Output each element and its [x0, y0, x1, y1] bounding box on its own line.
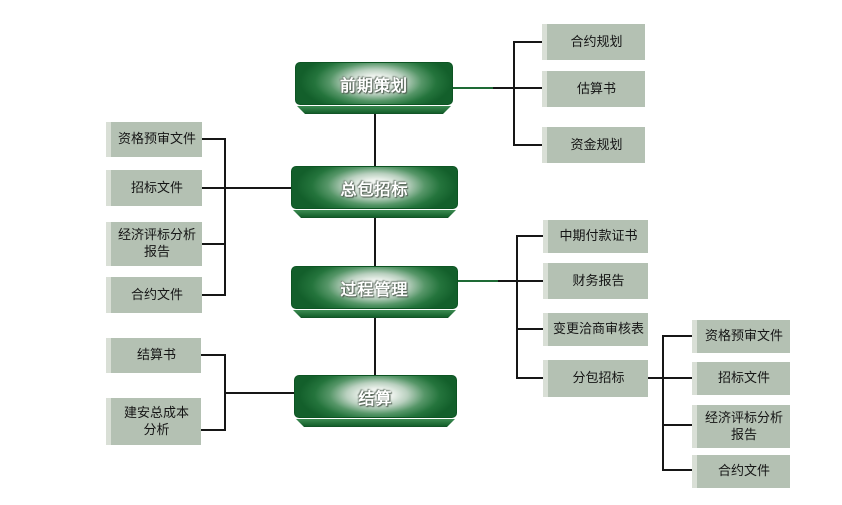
connector-line: [224, 354, 226, 431]
connector-line: [513, 41, 515, 146]
connector-line: [202, 187, 291, 189]
connector-line: [202, 138, 226, 140]
leaf-interim-payment-certificate[interactable]: 中期付款证书: [543, 220, 648, 253]
connector-line: [202, 243, 226, 245]
connector-line: [458, 280, 543, 282]
leaf-label: 经济评标分析 报告: [117, 227, 196, 259]
leaf-label: 分包招标: [572, 370, 625, 386]
leaf-contract-docs-1[interactable]: 合约文件: [106, 277, 202, 313]
node-3d-lip: [293, 210, 456, 218]
leaf-label: 资金规划: [570, 136, 623, 152]
leaf-label: 结算书: [136, 347, 176, 363]
connector-line: [516, 328, 543, 330]
connector-line: [374, 318, 376, 375]
leaf-label: 合约文件: [130, 286, 183, 302]
connector-line: [202, 294, 226, 296]
connector-line: [662, 424, 692, 426]
connector-line: [453, 87, 542, 89]
leaf-contract-docs-2[interactable]: 合约文件: [692, 455, 790, 488]
connector-line: [224, 138, 226, 296]
node-label: 过程管理: [340, 281, 409, 299]
connector-line: [662, 335, 692, 337]
leaf-prequalification-docs-1[interactable]: 资格预审文件: [106, 122, 202, 157]
leaf-bidding-docs-2[interactable]: 招标文件: [692, 362, 790, 395]
connector-line: [374, 218, 376, 266]
leaf-construction-cost-analysis[interactable]: 建安总成本 分析: [106, 398, 201, 445]
node-settlement[interactable]: 结算: [294, 375, 457, 418]
connector-line: [224, 392, 294, 394]
leaf-fund-planning[interactable]: 资金规划: [542, 127, 645, 163]
connector-line: [374, 114, 376, 166]
connector-line: [516, 235, 543, 237]
node-label: 前期策划: [339, 77, 408, 95]
node-3d-lip: [296, 419, 455, 427]
connector-line: [516, 235, 518, 379]
connector-line: [201, 354, 226, 356]
leaf-label: 财务报告: [572, 272, 625, 288]
leaf-label: 合约规划: [570, 33, 623, 49]
leaf-label: 变更洽商审核表: [552, 321, 644, 337]
connector-line: [662, 335, 664, 471]
leaf-contract-planning[interactable]: 合约规划: [542, 24, 645, 60]
leaf-label: 招标文件: [717, 370, 770, 386]
leaf-label: 招标文件: [130, 179, 183, 195]
leaf-financial-report[interactable]: 财务报告: [543, 263, 648, 299]
leaf-label: 建安总成本 分析: [123, 404, 189, 437]
leaf-label: 经济评标分析 报告: [704, 409, 783, 442]
connector-line: [662, 469, 692, 471]
leaf-economic-evaluation-report-2[interactable]: 经济评标分析 报告: [692, 405, 790, 448]
leaf-subcontract-bidding[interactable]: 分包招标: [543, 360, 648, 397]
connector-line: [201, 429, 226, 431]
connector-line: [648, 377, 692, 379]
leaf-prequalification-docs-2[interactable]: 资格预审文件: [692, 320, 790, 353]
leaf-label: 资格预审文件: [117, 131, 196, 147]
leaf-label: 合约文件: [717, 463, 770, 479]
node-label: 结算: [358, 390, 393, 408]
node-label: 总包招标: [340, 181, 409, 199]
leaf-economic-evaluation-report-1[interactable]: 经济评标分析 报告: [106, 222, 202, 266]
node-3d-lip: [293, 310, 456, 318]
leaf-estimate-book[interactable]: 估算书: [542, 71, 645, 107]
connector-line: [516, 377, 543, 379]
connector-line: [513, 144, 542, 146]
leaf-label: 中期付款证书: [559, 228, 638, 244]
node-3d-lip: [297, 106, 451, 114]
connector-line: [513, 41, 542, 43]
leaf-settlement-book[interactable]: 结算书: [106, 338, 201, 373]
leaf-change-negotiation-review[interactable]: 变更洽商审核表: [543, 313, 648, 346]
leaf-label: 估算书: [576, 80, 616, 96]
leaf-bidding-docs-1[interactable]: 招标文件: [106, 170, 202, 206]
node-process-management[interactable]: 过程管理: [291, 266, 458, 309]
leaf-label: 资格预审文件: [704, 328, 783, 344]
node-early-planning[interactable]: 前期策划: [295, 62, 453, 105]
node-general-contract-bidding[interactable]: 总包招标: [291, 166, 458, 209]
